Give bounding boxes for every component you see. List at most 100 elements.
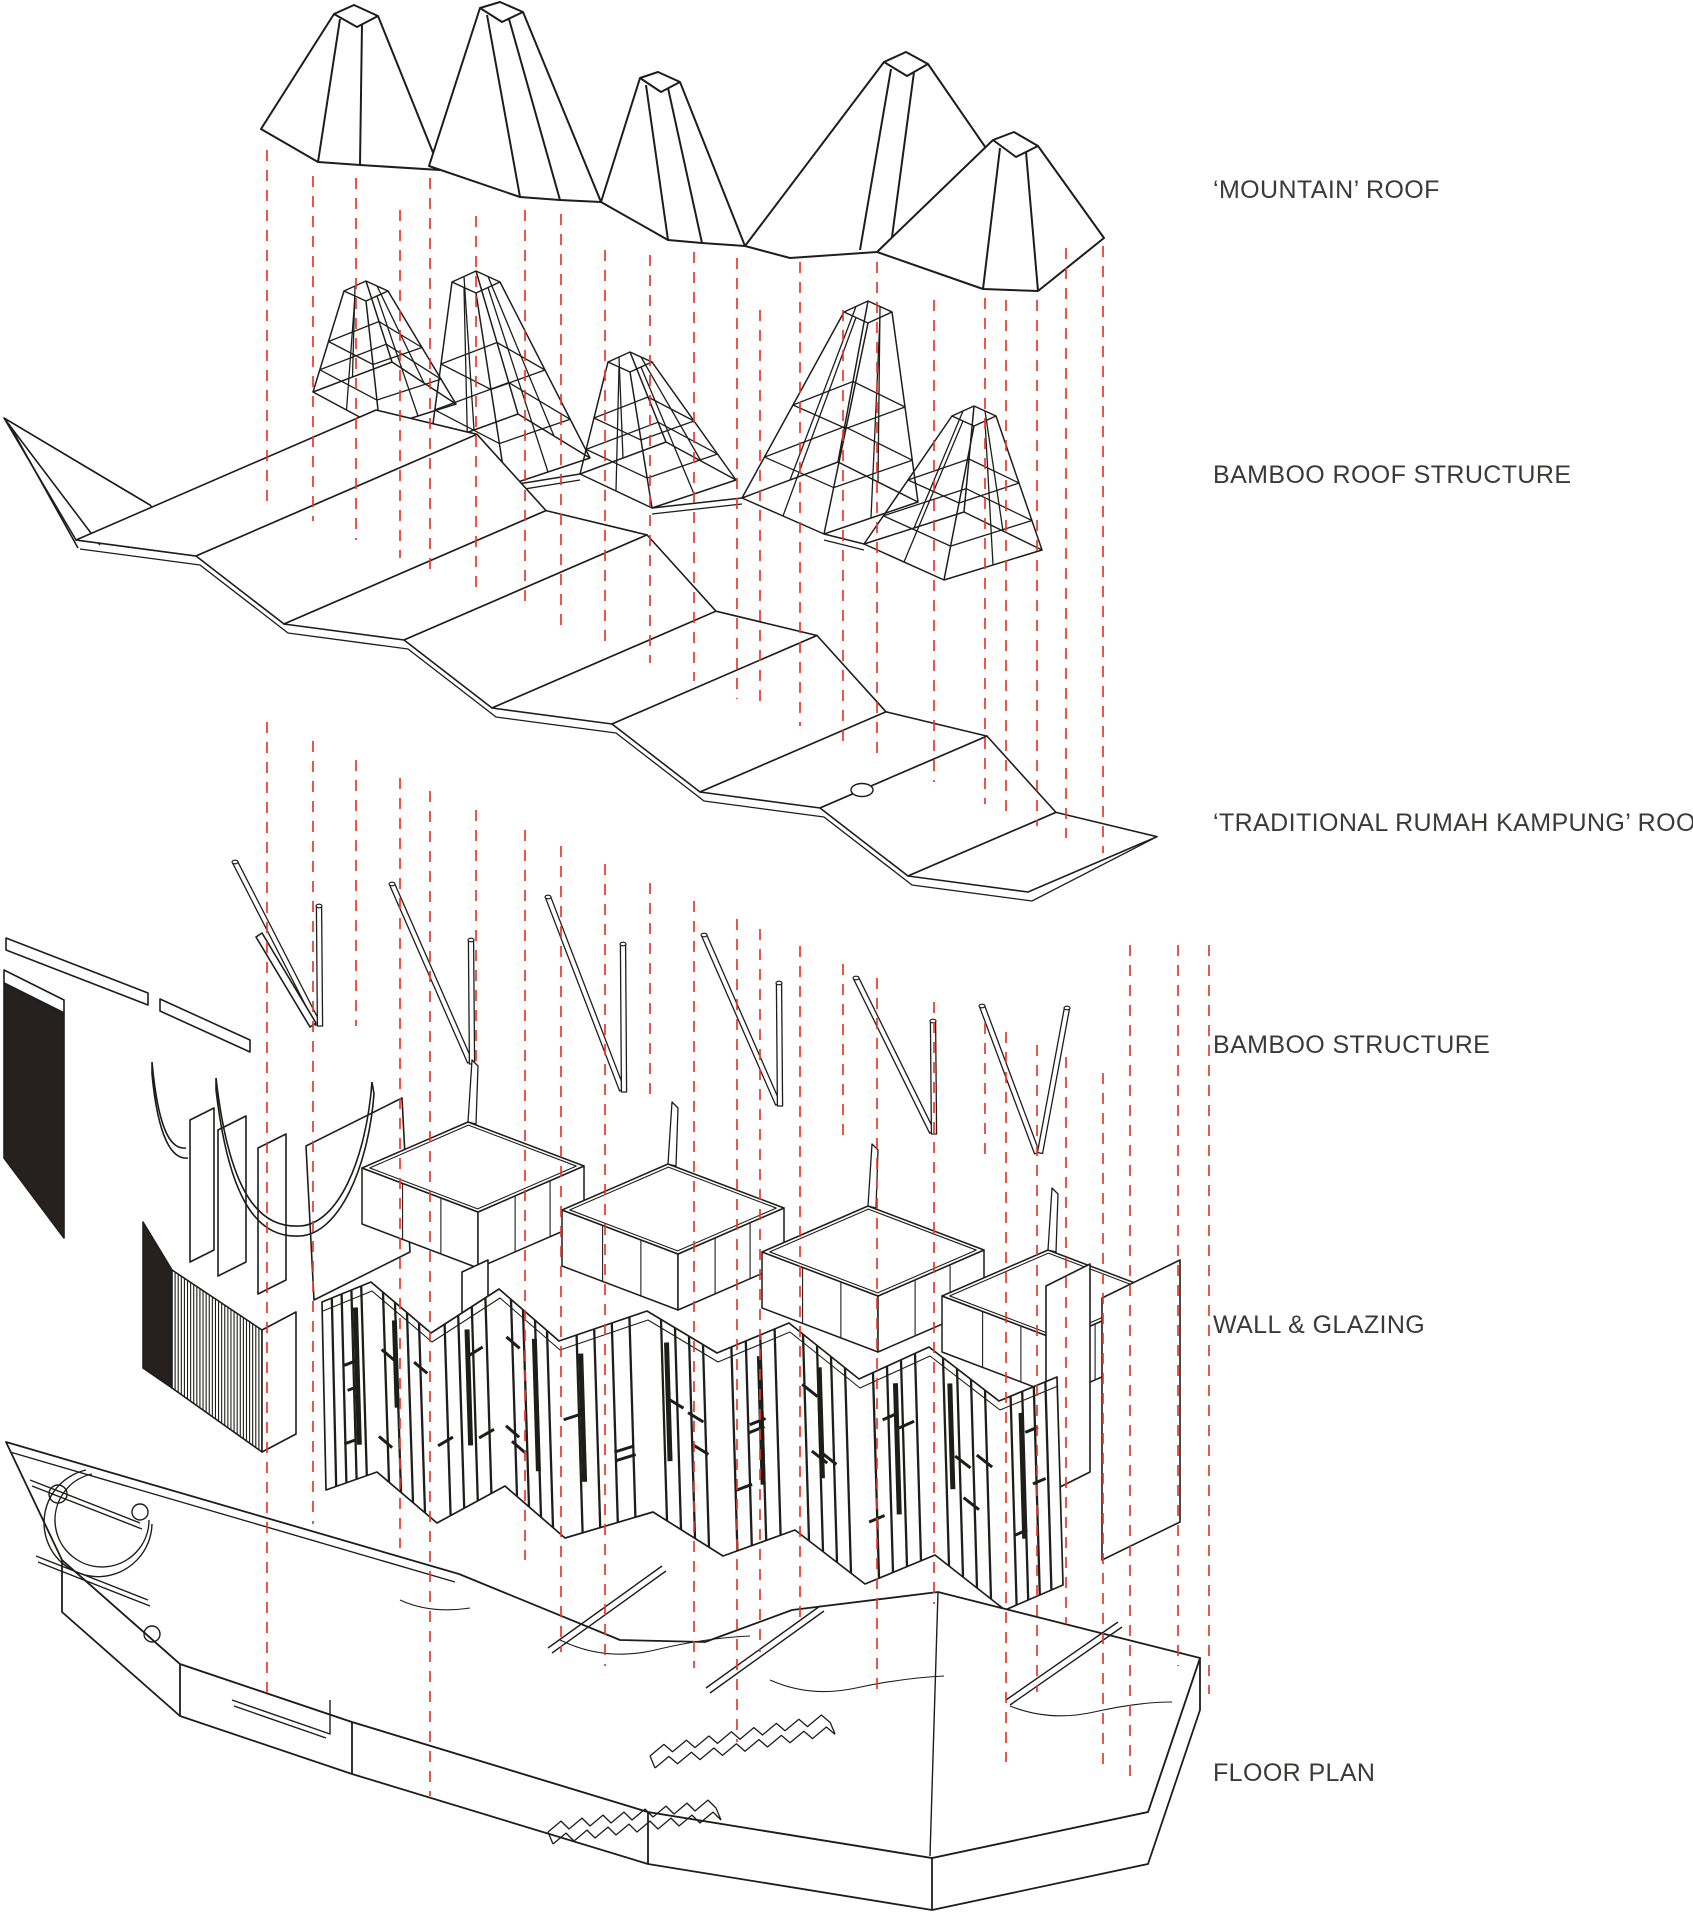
slatted-screen-panel	[171, 1269, 263, 1453]
label-mountain-roof: ‘MOUNTAIN’ ROOF	[1213, 176, 1440, 204]
glazing-mullion	[610, 1322, 619, 1523]
bamboo-roof-structure-layer	[312, 270, 1043, 581]
glazing-transom	[510, 1440, 527, 1454]
glazing-transom	[343, 1438, 357, 1446]
truss-band	[763, 425, 913, 489]
mountain-fold	[982, 139, 1039, 292]
stair-run	[649, 1714, 831, 1757]
label-floor-plan: FLOOR PLAN	[1213, 1759, 1376, 1787]
white-wall-panel	[261, 1311, 297, 1453]
glazing-mullion	[417, 1322, 427, 1513]
room-top-rim	[761, 1205, 985, 1297]
label-wall-glazing: WALL & GLAZING	[1213, 1311, 1426, 1339]
glazing-mullion	[941, 1357, 951, 1567]
glazing-mullion	[773, 1328, 782, 1536]
glazing-mullion	[457, 1315, 466, 1509]
glazing-transom	[687, 1411, 705, 1424]
bamboo-pole	[775, 982, 784, 1107]
terrain-line	[399, 1599, 471, 1611]
roof-eave-thickness	[79, 548, 1033, 902]
room-fin-wall	[667, 1101, 679, 1167]
glazing-mullion	[843, 1367, 853, 1574]
stair-run	[829, 1721, 836, 1735]
thin-wall-slab	[5, 937, 149, 1006]
floor-slab-top	[5, 1441, 1201, 1859]
truss-band	[434, 381, 571, 445]
mountain-fold	[859, 61, 929, 253]
label-bamboo-roof-structure: BAMBOO ROOF STRUCTURE	[1213, 461, 1572, 489]
room-fin-wall	[1047, 1187, 1059, 1253]
glazing-transom	[343, 1359, 356, 1367]
mountain-fold	[317, 13, 379, 166]
glazing-mullion	[628, 1316, 637, 1518]
glazing-mullion	[801, 1334, 811, 1541]
glazing-transom	[413, 1361, 429, 1375]
bamboo-pole-cap	[700, 932, 708, 938]
stair-run	[547, 1831, 554, 1845]
bamboo-pole	[467, 939, 476, 1065]
glazing-dark-frame	[391, 1320, 400, 1408]
glazing-transom	[563, 1412, 584, 1422]
glazing-mullion	[350, 1289, 358, 1480]
bamboo-pole	[929, 1020, 938, 1135]
bamboo-pole-cap	[978, 1003, 986, 1009]
truss-band	[440, 341, 546, 391]
truss-base-beam	[651, 503, 743, 515]
truss-pyramid	[312, 280, 457, 429]
thin-wall-slab	[159, 998, 251, 1053]
glazing-mullion	[360, 1285, 368, 1476]
truss-band	[907, 458, 1020, 504]
truss-pyramid	[579, 351, 737, 509]
terrain-line	[1009, 1701, 1173, 1717]
truss-band	[585, 421, 719, 479]
glazing-mullion	[1009, 1396, 1018, 1606]
room-top-rim-inner	[369, 1124, 577, 1210]
room-fin-wall	[467, 1059, 479, 1125]
glazing-mullion	[730, 1346, 739, 1551]
plan-wall	[35, 1555, 151, 1607]
glazing-mullion	[829, 1356, 839, 1563]
truss-base-beam	[823, 533, 865, 545]
glazing-transom	[962, 1496, 980, 1511]
bamboo-pole-cap	[929, 1018, 937, 1024]
glazing-transom	[801, 1383, 819, 1398]
glazing-dark-frame	[352, 1307, 362, 1445]
room-enclosure	[561, 1101, 785, 1311]
bamboo-pole-cap	[775, 980, 783, 986]
mountain-roof-peak	[428, 1, 602, 203]
floor-slab-edge-joints	[179, 1664, 933, 1910]
glazing-mullion	[509, 1299, 519, 1497]
standing-panel	[257, 1133, 287, 1295]
glazing-mullion	[405, 1312, 415, 1503]
room-enclosure	[761, 1143, 985, 1353]
mountain-roof-layer	[260, 1, 1105, 292]
glazing-mullion	[955, 1368, 965, 1578]
plan-wall	[29, 1479, 143, 1530]
glazing-transom	[1032, 1477, 1047, 1486]
truss-top-ring	[607, 351, 653, 373]
glazing-mullion	[521, 1309, 531, 1507]
glazing-mullion	[899, 1359, 909, 1567]
traditional-rumah-kampung-roof-layer	[3, 409, 1158, 902]
bamboo-pole	[978, 1004, 1041, 1155]
truss-band	[319, 343, 442, 401]
glazing-mullion	[969, 1379, 979, 1589]
glazing-transom	[692, 1443, 710, 1456]
roof-end-edge	[1031, 836, 1158, 902]
white-wall-panel	[1101, 1259, 1181, 1561]
slatted-screen-lines	[174, 1272, 260, 1450]
terrain-line	[559, 1635, 751, 1655]
bamboo-pole	[315, 905, 324, 1027]
bamboo-pole	[700, 933, 782, 1106]
plan-hole	[131, 1503, 149, 1521]
bamboo-pole-cap	[619, 941, 627, 947]
glazing-mullion	[673, 1327, 683, 1530]
glazing-mullion	[1044, 1381, 1053, 1591]
terrain-line	[769, 1675, 945, 1693]
platform-edge	[929, 1591, 939, 1857]
glazing-mullion	[871, 1372, 881, 1579]
glazing-dark-frame	[892, 1383, 902, 1515]
glazing-transom	[380, 1348, 396, 1362]
